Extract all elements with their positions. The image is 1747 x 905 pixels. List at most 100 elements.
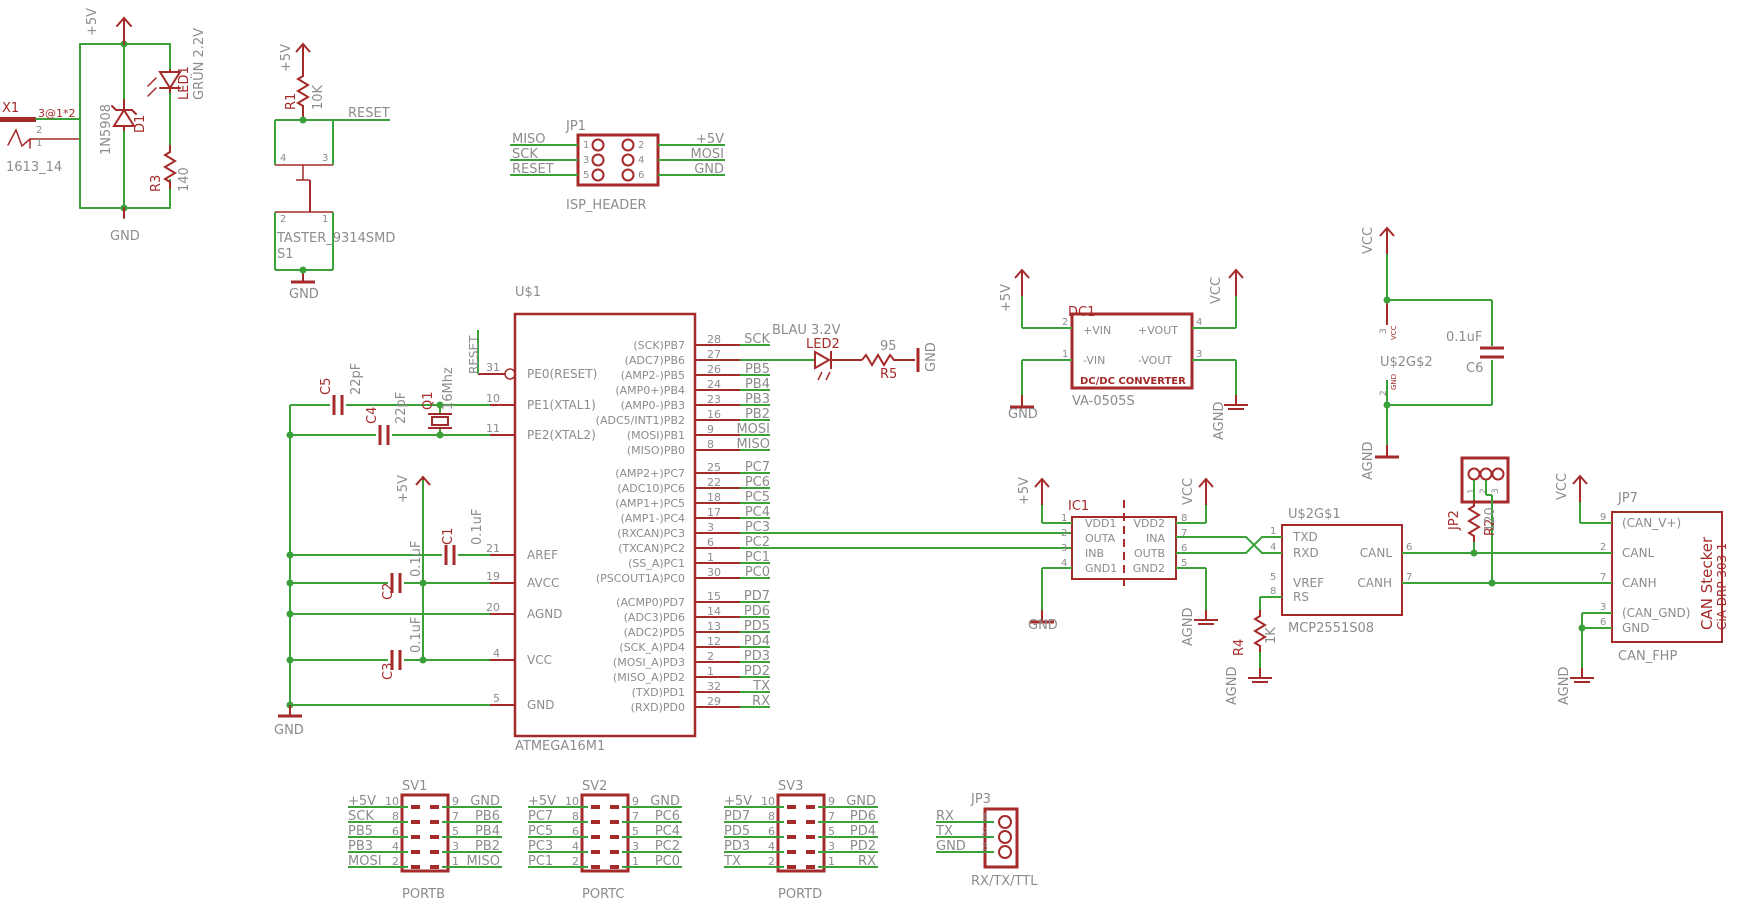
c2-ref: C2 — [381, 583, 396, 600]
mcu-net-label: MISO — [736, 437, 770, 452]
ic1-left-num: 3 — [1061, 543, 1067, 554]
dc1-num-2: 2 — [1062, 317, 1068, 328]
mcu-left-pin-label: GND — [527, 698, 555, 712]
mcu-right-pin-label: (MOSI_A)PD3 — [613, 656, 685, 669]
header-pad — [411, 835, 420, 839]
mcu-right-pin-label: (ADC7)PB6 — [625, 354, 685, 367]
header-right-num: 9 — [632, 795, 639, 808]
mcu-right-pin-label: (AMP0-)PB3 — [621, 399, 685, 412]
x1-value: 1613_14 — [6, 160, 62, 175]
jp7-pin-num: 7 — [1600, 572, 1606, 583]
mcu-net-label: MOSI — [736, 422, 770, 437]
mcu-right-pin-num: 23 — [707, 393, 721, 406]
jp2-ref: JP2 — [1447, 510, 1462, 531]
jp3-net: GND — [936, 839, 966, 854]
jp7-value: CAN_FHP — [1618, 649, 1677, 664]
svg-text:3: 3 — [322, 153, 328, 164]
jp3-ref: JP3 — [970, 792, 991, 807]
header-right-net: PD4 — [850, 824, 876, 839]
header-right-num: 1 — [828, 855, 835, 868]
jp7-pin-num: 3 — [1600, 602, 1606, 613]
dc1-label: DC/DC CONVERTER — [1080, 376, 1186, 387]
header-ref: SV2 — [582, 779, 607, 794]
r1-ref: R1 — [284, 93, 299, 110]
mcu-right-pin-label: (AMP1-)PC4 — [620, 512, 685, 525]
dc1-pin-vin: +VIN — [1083, 324, 1111, 337]
header-pad — [430, 835, 439, 839]
q1-value: 16Mhz — [441, 367, 456, 410]
led1-ref: LED1 — [177, 66, 192, 100]
mcu-right-pin-label: (ACMP0)PD7 — [616, 596, 685, 609]
sup-pin3: 3 — [1379, 328, 1389, 334]
led2-gnd-label: GND — [924, 342, 939, 372]
header-left-num: 6 — [572, 825, 579, 838]
ic1-right-num: 7 — [1181, 528, 1187, 539]
mcu-right-pin-num: 3 — [707, 521, 714, 534]
ic1-left-label: OUTA — [1085, 532, 1116, 545]
header-pad — [411, 865, 420, 869]
dc1-ref: DC1 — [1068, 305, 1095, 320]
c6-ref: C6 — [1466, 361, 1483, 376]
q1-ref: Q1 — [421, 391, 436, 410]
sup-pin2: 2 — [1379, 390, 1389, 396]
ic1-left-num: 2 — [1061, 528, 1067, 539]
mcu-left-pin-num: 20 — [486, 601, 500, 614]
mcu-left-pin-num: 31 — [486, 361, 500, 374]
mcu-right-pin-label: (ADC5/INT1)PB2 — [596, 414, 685, 427]
mcu-right-pin-num: 26 — [707, 363, 721, 376]
r5-ref: R5 — [880, 367, 897, 382]
s1-ref: S1 — [277, 247, 294, 262]
sup-pin-gnd: GND — [1390, 374, 1398, 390]
r1-value: 10K — [311, 84, 326, 110]
svg-text:1: 1 — [322, 214, 328, 225]
led2-value: BLAU 3.2V — [772, 323, 841, 338]
mcu-right-pin-num: 9 — [707, 423, 714, 436]
c5-ref: C5 — [319, 378, 334, 395]
header-left-net: +5V — [348, 794, 376, 809]
mcu-right-pin-num: 1 — [707, 551, 714, 564]
x1-pin-bar — [0, 117, 36, 122]
mcu-net-label: PC5 — [745, 490, 770, 505]
ic1-ref: IC1 — [1068, 499, 1089, 514]
header-pad — [411, 850, 420, 854]
header-pad — [787, 820, 796, 824]
crystal-and-decoupling: C5 22pF C4 22pF Q1 16Mhz +5V C1 0.1uF — [274, 363, 490, 738]
dcdc-converter: DC1 VA-0505S +VIN -VIN +VOUT -VOUT 2 1 4… — [999, 269, 1249, 440]
can-agnd-label: AGND — [1225, 667, 1240, 705]
header-pad — [411, 820, 420, 824]
jp7-pin-num: 9 — [1600, 512, 1606, 523]
power-gnd-label: GND — [110, 229, 140, 244]
header-left-num: 6 — [392, 825, 399, 838]
header-body — [776, 793, 826, 873]
can-left-label: RXD — [1293, 546, 1319, 560]
svg-text:2: 2 — [36, 125, 42, 136]
can-right-label: CANH — [1357, 576, 1392, 590]
header-pad — [787, 850, 796, 854]
r5-value: 95 — [880, 339, 897, 354]
ic1-left-label: VDD1 — [1085, 517, 1116, 530]
mcu-net-label: SCK — [744, 332, 770, 347]
mcu-right-pin-label: (MISO_A)PD2 — [613, 671, 685, 684]
c1-value: 0.1uF — [470, 509, 485, 545]
isp-right-pin: 2 — [638, 140, 644, 151]
mcu-right-pin-num: 14 — [707, 605, 721, 618]
jp3-num: 2 — [982, 827, 988, 838]
header-right-net: PC0 — [655, 854, 680, 869]
jp7-pin-label: CANH — [1622, 576, 1657, 590]
header-body — [400, 793, 450, 873]
mcu-right-pin-label: (MISO)PB0 — [627, 444, 685, 457]
r4-value: 1K — [1264, 627, 1279, 644]
ic1-left-label: GND1 — [1085, 562, 1117, 575]
dc1-num-1: 1 — [1062, 349, 1068, 360]
mcu-right-pin-label: (MOSI)PB1 — [627, 429, 685, 442]
dc1-value: VA-0505S — [1072, 394, 1135, 409]
can-right-label: CANL — [1360, 546, 1393, 560]
mcu-left-pin-num: 10 — [486, 392, 500, 405]
header-body — [580, 793, 630, 873]
